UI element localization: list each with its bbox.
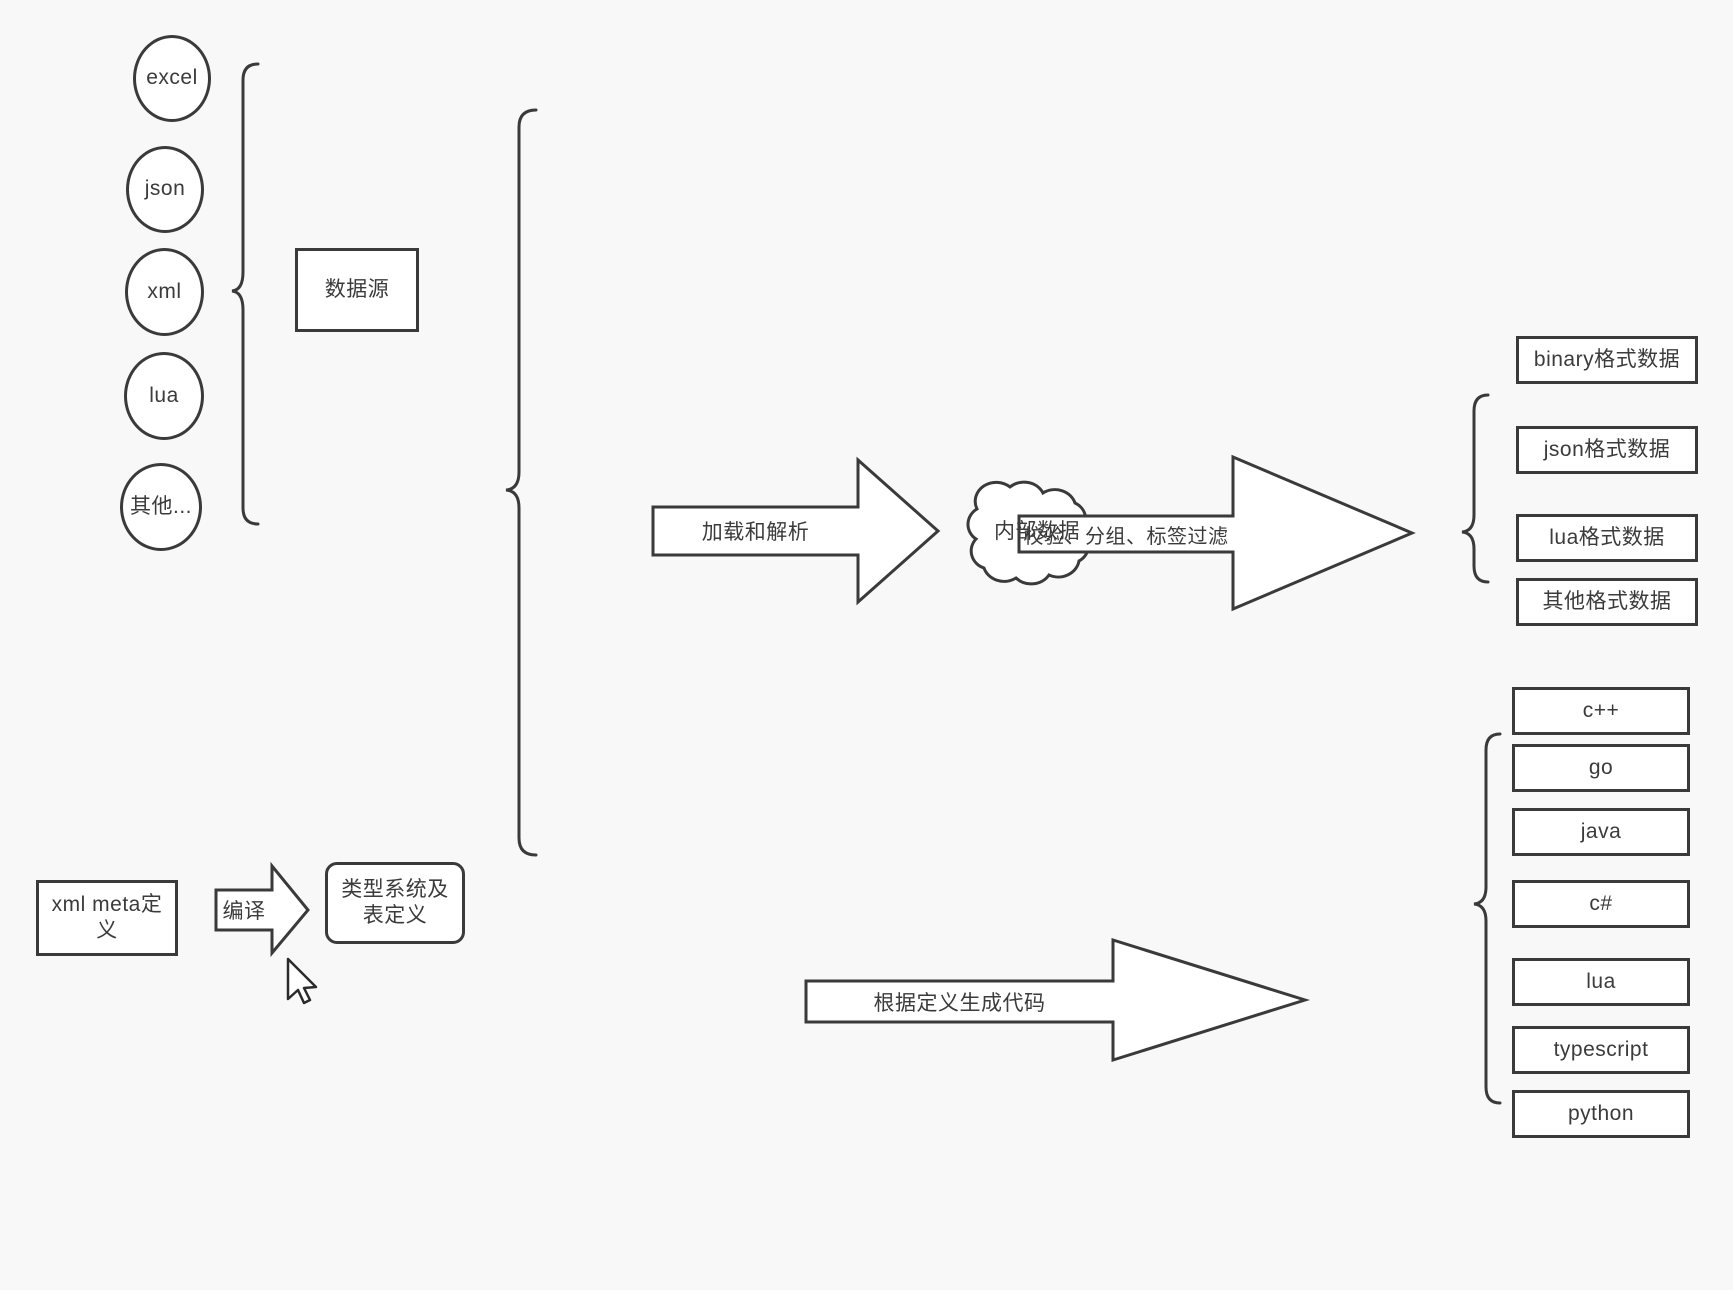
codegen-arrow [804, 937, 1311, 1063]
language-box-label: typescript [1553, 1037, 1649, 1061]
output-box-json[interactable]: json格式数据 [1516, 426, 1698, 474]
mouse-cursor-icon [286, 957, 318, 1005]
source-node-label: excel [146, 66, 198, 90]
data-source-label: 数据源 [324, 277, 390, 301]
type-system-label: 类型系统及表定义 [341, 877, 449, 927]
language-box-typescript[interactable]: typescript [1512, 1026, 1690, 1074]
output-box-label: binary格式数据 [1533, 347, 1681, 371]
source-node-label: 其他... [129, 494, 192, 518]
output-box-lua[interactable]: lua格式数据 [1516, 514, 1698, 562]
xml-meta-definition-label: xml meta定义 [51, 892, 163, 942]
language-box-go[interactable]: go [1512, 744, 1690, 792]
language-box-cpp[interactable]: c++ [1512, 687, 1690, 735]
source-node-label: lua [149, 383, 179, 407]
load-parse-arrow [651, 456, 941, 606]
source-node-other[interactable]: 其他... [120, 463, 202, 551]
output-box-other[interactable]: 其他格式数据 [1516, 578, 1698, 626]
language-box-python[interactable]: python [1512, 1090, 1690, 1138]
sources-brace [231, 62, 260, 526]
source-node-excel[interactable]: excel [133, 35, 211, 122]
source-node-json[interactable]: json [126, 146, 204, 233]
language-box-label: go [1588, 755, 1614, 779]
language-box-java[interactable]: java [1512, 808, 1690, 856]
type-system-box[interactable]: 类型系统及表定义 [325, 862, 465, 944]
source-node-lua[interactable]: lua [124, 352, 204, 440]
data-source-box[interactable]: 数据源 [295, 248, 419, 332]
compile-arrow [214, 861, 310, 958]
validate-group-filter-arrow [1017, 454, 1416, 612]
language-box-csharp[interactable]: c# [1512, 880, 1690, 928]
language-box-label: c# [1589, 891, 1613, 915]
xml-meta-definition-box[interactable]: xml meta定义 [36, 880, 178, 956]
language-box-label: c++ [1582, 698, 1620, 722]
data-formats-brace [1461, 393, 1490, 584]
input-group-brace [505, 108, 538, 857]
language-box-lua[interactable]: lua [1512, 958, 1690, 1006]
output-box-binary[interactable]: binary格式数据 [1516, 336, 1698, 384]
language-box-label: lua [1586, 969, 1616, 993]
source-node-label: json [144, 177, 186, 201]
languages-brace [1473, 732, 1502, 1105]
output-box-label: 其他格式数据 [1542, 589, 1672, 613]
output-box-label: lua格式数据 [1549, 525, 1665, 549]
language-box-label: python [1567, 1101, 1635, 1125]
source-node-label: xml [147, 279, 182, 303]
source-node-xml[interactable]: xml [125, 248, 204, 336]
output-box-label: json格式数据 [1543, 437, 1671, 461]
language-box-label: java [1580, 819, 1622, 843]
